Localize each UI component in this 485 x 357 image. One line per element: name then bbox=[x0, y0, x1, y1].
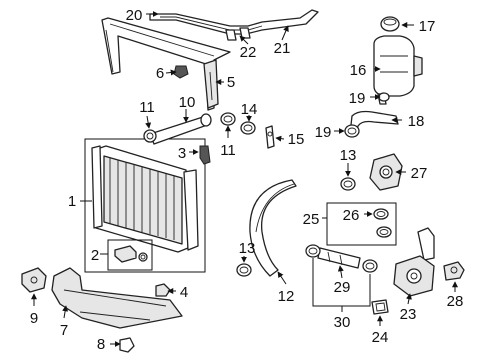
radiator-support-part bbox=[101, 17, 231, 111]
sensor-28-part bbox=[443, 261, 465, 281]
callout-13a: 13 bbox=[340, 147, 357, 164]
clamp-19a-part bbox=[378, 92, 390, 102]
upper-pipe-part bbox=[149, 9, 319, 41]
callout-27: 27 bbox=[411, 165, 428, 182]
callout-7: 7 bbox=[60, 322, 68, 339]
sensor-9-part bbox=[21, 267, 47, 293]
bracket-3-part bbox=[199, 145, 211, 165]
callout-8: 8 bbox=[97, 336, 105, 353]
callout-10: 10 bbox=[179, 94, 196, 111]
callout-11b: 11 bbox=[220, 142, 236, 159]
callout-9: 9 bbox=[30, 310, 38, 327]
callout-26: 26 bbox=[343, 207, 360, 224]
callout-3: 3 bbox=[178, 145, 186, 162]
clip-8-part bbox=[119, 337, 135, 353]
callout-25: 25 bbox=[303, 211, 320, 228]
callout-6: 6 bbox=[156, 65, 164, 82]
callout-29: 29 bbox=[334, 279, 351, 296]
clamp-13b-part bbox=[236, 263, 252, 277]
callout-11a: 11 bbox=[139, 99, 155, 116]
callout-18: 18 bbox=[408, 113, 425, 130]
clamp-11a-part bbox=[143, 129, 157, 143]
callout-30: 30 bbox=[334, 314, 351, 331]
callout-5: 5 bbox=[227, 74, 235, 91]
clip-6-part bbox=[173, 65, 189, 79]
callout-1: 1 bbox=[68, 193, 76, 210]
water-outlet-23-part bbox=[393, 227, 435, 297]
reservoir-cap-17-part bbox=[380, 16, 400, 32]
seals-26-part bbox=[373, 208, 392, 238]
thermostat-housing-27-part bbox=[369, 153, 403, 191]
clamp-14-part bbox=[240, 121, 256, 135]
seal-30-part bbox=[305, 244, 378, 273]
seal-kit-box bbox=[326, 202, 397, 246]
callout-2: 2 bbox=[91, 247, 99, 264]
callout-labels: 1 2 3 4 5 6 7 8 9 10 11 11 12 13 13 14 1… bbox=[30, 7, 464, 353]
callout-24: 24 bbox=[372, 329, 389, 346]
bypass-pipe-29-part bbox=[317, 247, 361, 269]
clamp-13a-part bbox=[340, 177, 356, 191]
callout-28: 28 bbox=[447, 293, 464, 310]
drain-kit-box bbox=[107, 239, 153, 271]
nut-4-part bbox=[155, 283, 171, 297]
callout-22: 22 bbox=[240, 44, 257, 61]
callout-14: 14 bbox=[241, 101, 258, 118]
radiator-part bbox=[91, 145, 199, 253]
callout-17: 17 bbox=[419, 18, 436, 35]
clamp-11b-part bbox=[220, 112, 236, 126]
callout-16: 16 bbox=[350, 62, 367, 79]
callout-21: 21 bbox=[274, 40, 291, 57]
callout-12: 12 bbox=[278, 288, 295, 305]
air-deflector-7-part bbox=[51, 267, 183, 329]
clamp-19b-part bbox=[344, 124, 360, 138]
callout-20: 20 bbox=[126, 7, 143, 24]
drain-plug-part bbox=[114, 245, 148, 263]
gasket-24-part bbox=[371, 299, 389, 315]
callout-13b: 13 bbox=[239, 240, 256, 257]
inlet-hose-12-part bbox=[249, 179, 297, 277]
callout-23: 23 bbox=[400, 306, 417, 323]
callout-19b: 19 bbox=[315, 124, 332, 141]
leader-lines bbox=[31, 11, 458, 347]
coolant-reservoir-16-part bbox=[373, 35, 423, 97]
callout-4: 4 bbox=[180, 284, 188, 301]
callout-19a: 19 bbox=[349, 90, 366, 107]
connector-15-part bbox=[265, 125, 275, 149]
callout-15: 15 bbox=[288, 131, 305, 148]
